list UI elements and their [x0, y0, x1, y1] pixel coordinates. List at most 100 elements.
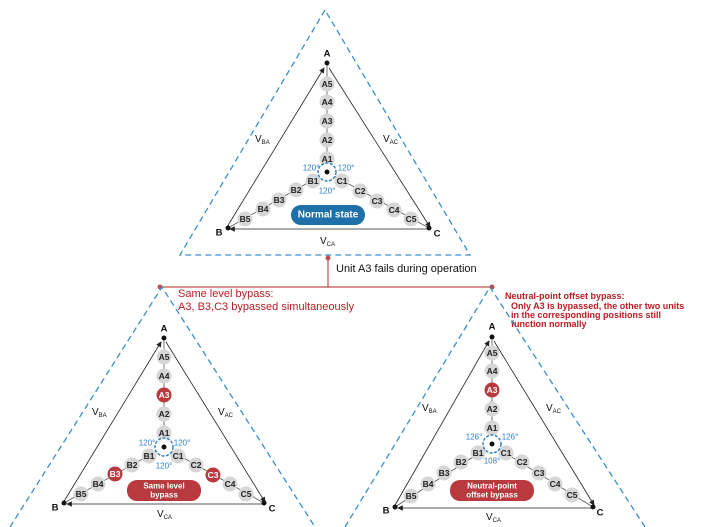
unit-a2: A2 — [156, 406, 172, 422]
unit-b4: B4 — [255, 201, 271, 217]
unit-c1: C1 — [498, 445, 514, 461]
unit-a5: A5 — [484, 345, 500, 361]
unit-b3: B3 — [271, 192, 287, 208]
svg-text:B3: B3 — [110, 469, 121, 479]
unit-a1: A1 — [484, 420, 500, 436]
svg-text:C4: C4 — [550, 479, 561, 489]
unit-a5: A5 — [319, 76, 335, 92]
right-branch-desc-line3: function normally — [511, 319, 587, 329]
angle-left: 120° — [139, 439, 156, 448]
angle-left: 120° — [303, 164, 320, 173]
badge-line-1: Neutral-point — [467, 482, 517, 491]
unit-b4: B4 — [90, 476, 106, 492]
unit-c5: C5 — [564, 487, 580, 503]
unit-c2: C2 — [514, 454, 530, 470]
unit-b5: B5 — [403, 488, 419, 504]
svg-text:B1: B1 — [144, 451, 155, 461]
svg-text:B3: B3 — [274, 195, 285, 205]
unit-b5: B5 — [73, 486, 89, 502]
normal-state-badge — [291, 205, 365, 225]
svg-text:C2: C2 — [517, 457, 528, 467]
svg-text:B2: B2 — [456, 457, 467, 467]
vertex-b-dot — [225, 225, 231, 231]
vertex-b-dot — [392, 504, 398, 510]
unit-a1: A1 — [319, 151, 335, 167]
angle-right: 120° — [338, 164, 355, 173]
svg-text:B3: B3 — [439, 468, 450, 478]
svg-text:C5: C5 — [241, 489, 252, 499]
left-branch-description: A3, B3,C3 bypassed simultaneously — [178, 301, 355, 313]
vertex-b-dot — [61, 500, 67, 506]
unit-c3: C3 — [531, 465, 547, 481]
vertex-a-dot — [161, 335, 167, 341]
vertex-c-dot — [261, 500, 267, 506]
neutral-point — [154, 437, 174, 457]
svg-text:A5: A5 — [322, 79, 333, 89]
v-ca-label: VCA — [486, 512, 501, 524]
left-diagram: A B C A5 A4 A3 A2 A1 B5 B4 B3 B2 B1 C5 C… — [9, 285, 316, 527]
svg-text:A2: A2 — [487, 404, 498, 414]
vector-ac-line — [493, 340, 595, 506]
unit-b1: B1 — [141, 448, 157, 464]
svg-text:A1: A1 — [322, 154, 333, 164]
unit-a1: A1 — [156, 425, 172, 441]
unit-a3: A3 — [319, 113, 335, 129]
vector-ac-line — [165, 341, 266, 503]
vertex-b-label: B — [383, 506, 390, 517]
unit-a4: A4 — [484, 363, 500, 379]
vector-ac-line — [328, 67, 431, 228]
right-branch-desc-line2: in the corresponding positions still — [511, 310, 661, 320]
unit-c3-bypassed: C3 — [205, 467, 221, 483]
svg-text:C4: C4 — [389, 205, 400, 215]
v-ac-label: VAC — [546, 403, 562, 415]
unit-b1: B1 — [305, 173, 321, 189]
svg-text:C2: C2 — [355, 186, 366, 196]
angle-bottom: 120° — [319, 187, 336, 196]
unit-b3-bypassed: B3 — [107, 466, 123, 482]
vector-ba-line — [226, 67, 325, 228]
svg-text:A5: A5 — [159, 352, 170, 362]
svg-text:B5: B5 — [406, 491, 417, 501]
vertex-a-label: A — [489, 322, 496, 333]
v-ca-label: VCA — [320, 236, 335, 248]
vector-ba-line — [62, 341, 162, 504]
unit-c5: C5 — [238, 486, 254, 502]
svg-text:A1: A1 — [159, 428, 170, 438]
left-branch-title: Same level bypass: — [178, 288, 273, 300]
unit-a3-bypassed: A3 — [156, 387, 172, 403]
svg-text:C5: C5 — [406, 214, 417, 224]
vertex-c-label: C — [597, 508, 604, 519]
vertex-c-label: C — [269, 504, 276, 515]
same-level-bypass-badge — [127, 480, 201, 501]
v-ba-label: VBA — [422, 403, 437, 415]
svg-text:B4: B4 — [93, 479, 104, 489]
vertex-c-label: C — [434, 229, 441, 240]
unit-c1: C1 — [334, 173, 350, 189]
vertex-c-dot — [426, 225, 432, 231]
vertex-a-dot — [324, 60, 330, 66]
svg-text:B2: B2 — [291, 185, 302, 195]
unit-c1: C1 — [170, 448, 186, 464]
unit-c4: C4 — [222, 476, 238, 492]
svg-text:A3: A3 — [159, 390, 170, 400]
unit-a5: A5 — [156, 349, 172, 365]
svg-text:A4: A4 — [159, 371, 170, 381]
svg-text:C2: C2 — [191, 460, 202, 470]
svg-text:A3: A3 — [487, 385, 498, 395]
dashed-border — [9, 285, 316, 527]
unit-c2: C2 — [188, 457, 204, 473]
svg-text:A5: A5 — [487, 348, 498, 358]
dashed-border — [178, 8, 472, 256]
svg-text:C1: C1 — [337, 176, 348, 186]
vertex-b-label: B — [52, 503, 59, 514]
neutral-point-offset-badge — [450, 480, 534, 501]
svg-text:B1: B1 — [308, 176, 319, 186]
svg-text:C1: C1 — [173, 451, 184, 461]
unit-b3: B3 — [436, 465, 452, 481]
svg-text:A2: A2 — [322, 135, 333, 145]
unit-b2: B2 — [288, 182, 304, 198]
normal-state-label: Normal state — [298, 210, 359, 221]
badge-line-2: bypass — [150, 491, 178, 500]
svg-text:A4: A4 — [322, 97, 333, 107]
